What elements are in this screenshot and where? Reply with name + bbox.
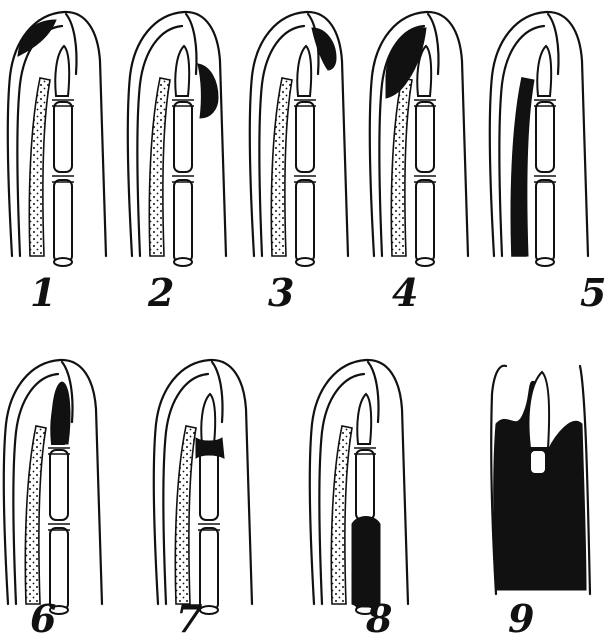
lesion-marker [18, 20, 56, 56]
panel-4 [370, 12, 468, 266]
panel-8 [310, 360, 408, 614]
lesion-marker [196, 438, 224, 458]
panel-label: 2 [147, 270, 174, 315]
lesion-marker [511, 78, 534, 256]
panel-label: 5 [580, 270, 606, 315]
lesion-marker [51, 382, 70, 444]
panel-label: 7 [176, 596, 202, 636]
panel-5 [490, 12, 588, 266]
lesion-marker [352, 517, 380, 608]
panel-label: 6 [30, 596, 56, 636]
panel-label: 4 [392, 270, 418, 315]
panel-7 [154, 360, 252, 614]
panel-6 [4, 360, 102, 614]
panel-3 [250, 12, 348, 266]
panel-label: 3 [268, 270, 294, 315]
panel-1 [8, 12, 106, 266]
panel-label: 8 [365, 596, 392, 636]
panel-9 [491, 366, 590, 594]
lesion-marker [312, 28, 336, 70]
panel-label: 9 [508, 596, 534, 636]
lesion-marker [198, 64, 218, 118]
panel-label: 1 [30, 270, 56, 315]
panel-2 [128, 12, 226, 266]
